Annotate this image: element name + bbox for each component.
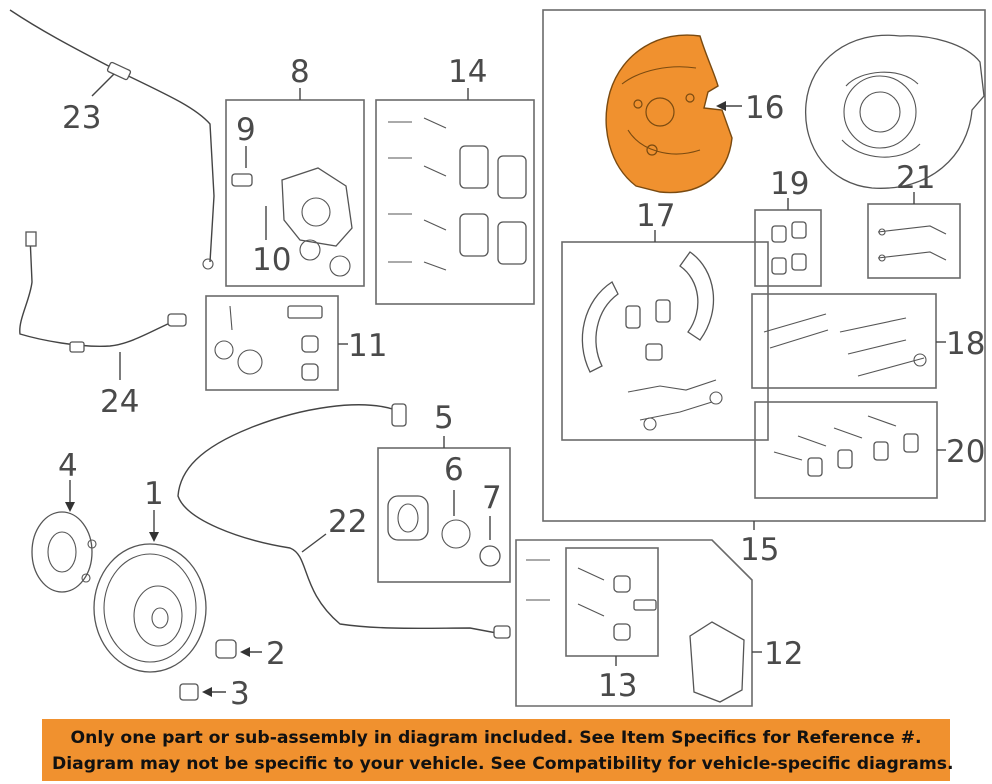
callout-1: 1	[144, 476, 164, 512]
callout-17: 17	[636, 198, 675, 234]
callout-13: 13	[598, 668, 637, 704]
backing-plate	[805, 34, 985, 189]
brake-hose-part-23	[9, 9, 215, 270]
callout-19: 19	[770, 166, 809, 202]
group-13-box	[565, 547, 659, 657]
group-14-box	[375, 99, 535, 305]
group-17-box	[561, 241, 769, 441]
rotor-part-1	[93, 543, 207, 673]
hub-part-4	[31, 511, 97, 593]
callout-24: 24	[100, 384, 139, 420]
disclaimer-banner: Only one part or sub-assembly in diagram…	[42, 719, 954, 781]
callout-14: 14	[448, 54, 487, 90]
callout-21: 21	[896, 160, 935, 196]
abs-sensor-part-24	[19, 231, 187, 353]
caliper-bracket	[526, 559, 745, 703]
callout-11: 11	[348, 328, 387, 364]
hold-down-pins	[773, 415, 919, 477]
group-18-box	[751, 293, 937, 389]
springs	[763, 313, 927, 377]
callout-7: 7	[482, 480, 502, 516]
disclaimer-line-1: Only one part or sub-assembly in diagram…	[70, 728, 922, 748]
callout-9: 9	[236, 112, 256, 148]
callout-5: 5	[434, 400, 454, 436]
callout-8: 8	[290, 54, 310, 90]
group-21-box	[867, 203, 961, 279]
callout-12: 12	[764, 636, 803, 672]
bolt-part-2	[215, 639, 237, 659]
group-8-box	[225, 99, 365, 287]
group-12-box	[515, 539, 753, 707]
shoe-levers	[877, 225, 947, 262]
caliper	[231, 167, 353, 277]
callout-16: 16	[745, 90, 784, 126]
callout-20: 20	[946, 434, 985, 470]
brake-shoes	[581, 251, 723, 431]
callout-2: 2	[266, 636, 286, 672]
caliper-seal-kit	[214, 305, 323, 381]
sensor-harness-part-22	[177, 403, 511, 639]
wheel-bearing	[387, 495, 501, 567]
nut-part-3	[179, 683, 199, 701]
callout-6: 6	[444, 452, 464, 488]
adjuster-nuts	[771, 221, 807, 275]
brake-pads	[388, 117, 527, 271]
callout-18: 18	[946, 326, 985, 362]
group-15-box	[542, 9, 986, 522]
callout-22: 22	[328, 504, 367, 540]
splash-shield-part-16[interactable]	[605, 34, 733, 194]
callout-15: 15	[740, 532, 779, 568]
callout-10: 10	[252, 242, 291, 278]
disclaimer-line-2: Diagram may not be specific to your vehi…	[52, 754, 954, 774]
group-19-box	[754, 209, 822, 287]
callout-23: 23	[62, 100, 101, 136]
callout-3: 3	[230, 676, 250, 712]
callout-4: 4	[58, 448, 78, 484]
group-11-box	[205, 295, 339, 391]
